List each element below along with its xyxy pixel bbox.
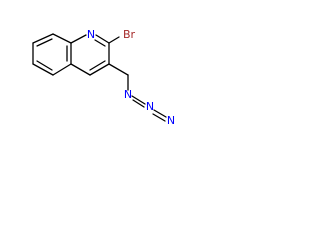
bond-c2-br	[108, 36, 120, 44]
bond-c8a-c8	[52, 33, 72, 44]
bromine-label: Br	[123, 28, 136, 41]
bond-c6-c5	[32, 63, 54, 76]
bond-c3-ch2	[108, 63, 129, 76]
bond-n-n-inner	[132, 99, 145, 108]
bond-c3-c4	[89, 63, 110, 76]
structure-canvas: N Br N N N	[0, 0, 207, 137]
azide-nitrogen-2-label: N	[146, 100, 154, 113]
bond-c5-c4a	[52, 63, 72, 76]
bond-c8-c7-inner	[36, 38, 53, 47]
bond-c6-c5-inner	[36, 60, 53, 71]
ring-nitrogen-label: N	[87, 28, 95, 41]
azide-nitrogen-3-label: N	[167, 114, 175, 127]
bond-c8a-n1	[70, 34, 87, 44]
bond-n-n	[131, 95, 146, 105]
bond-c8-c7	[32, 33, 54, 44]
bond-c4-c4a	[70, 63, 91, 76]
molecule-drawing: N Br N N N	[32, 28, 175, 127]
bond-n-n-terminal-inner	[152, 113, 166, 122]
bond-n-n-terminal	[153, 109, 167, 118]
bond-n1-c2	[95, 34, 110, 44]
azide-nitrogen-1-label: N	[124, 88, 132, 101]
bond-n1-c2-inner	[94, 39, 106, 47]
bond-c3-c4-inner	[89, 60, 106, 71]
